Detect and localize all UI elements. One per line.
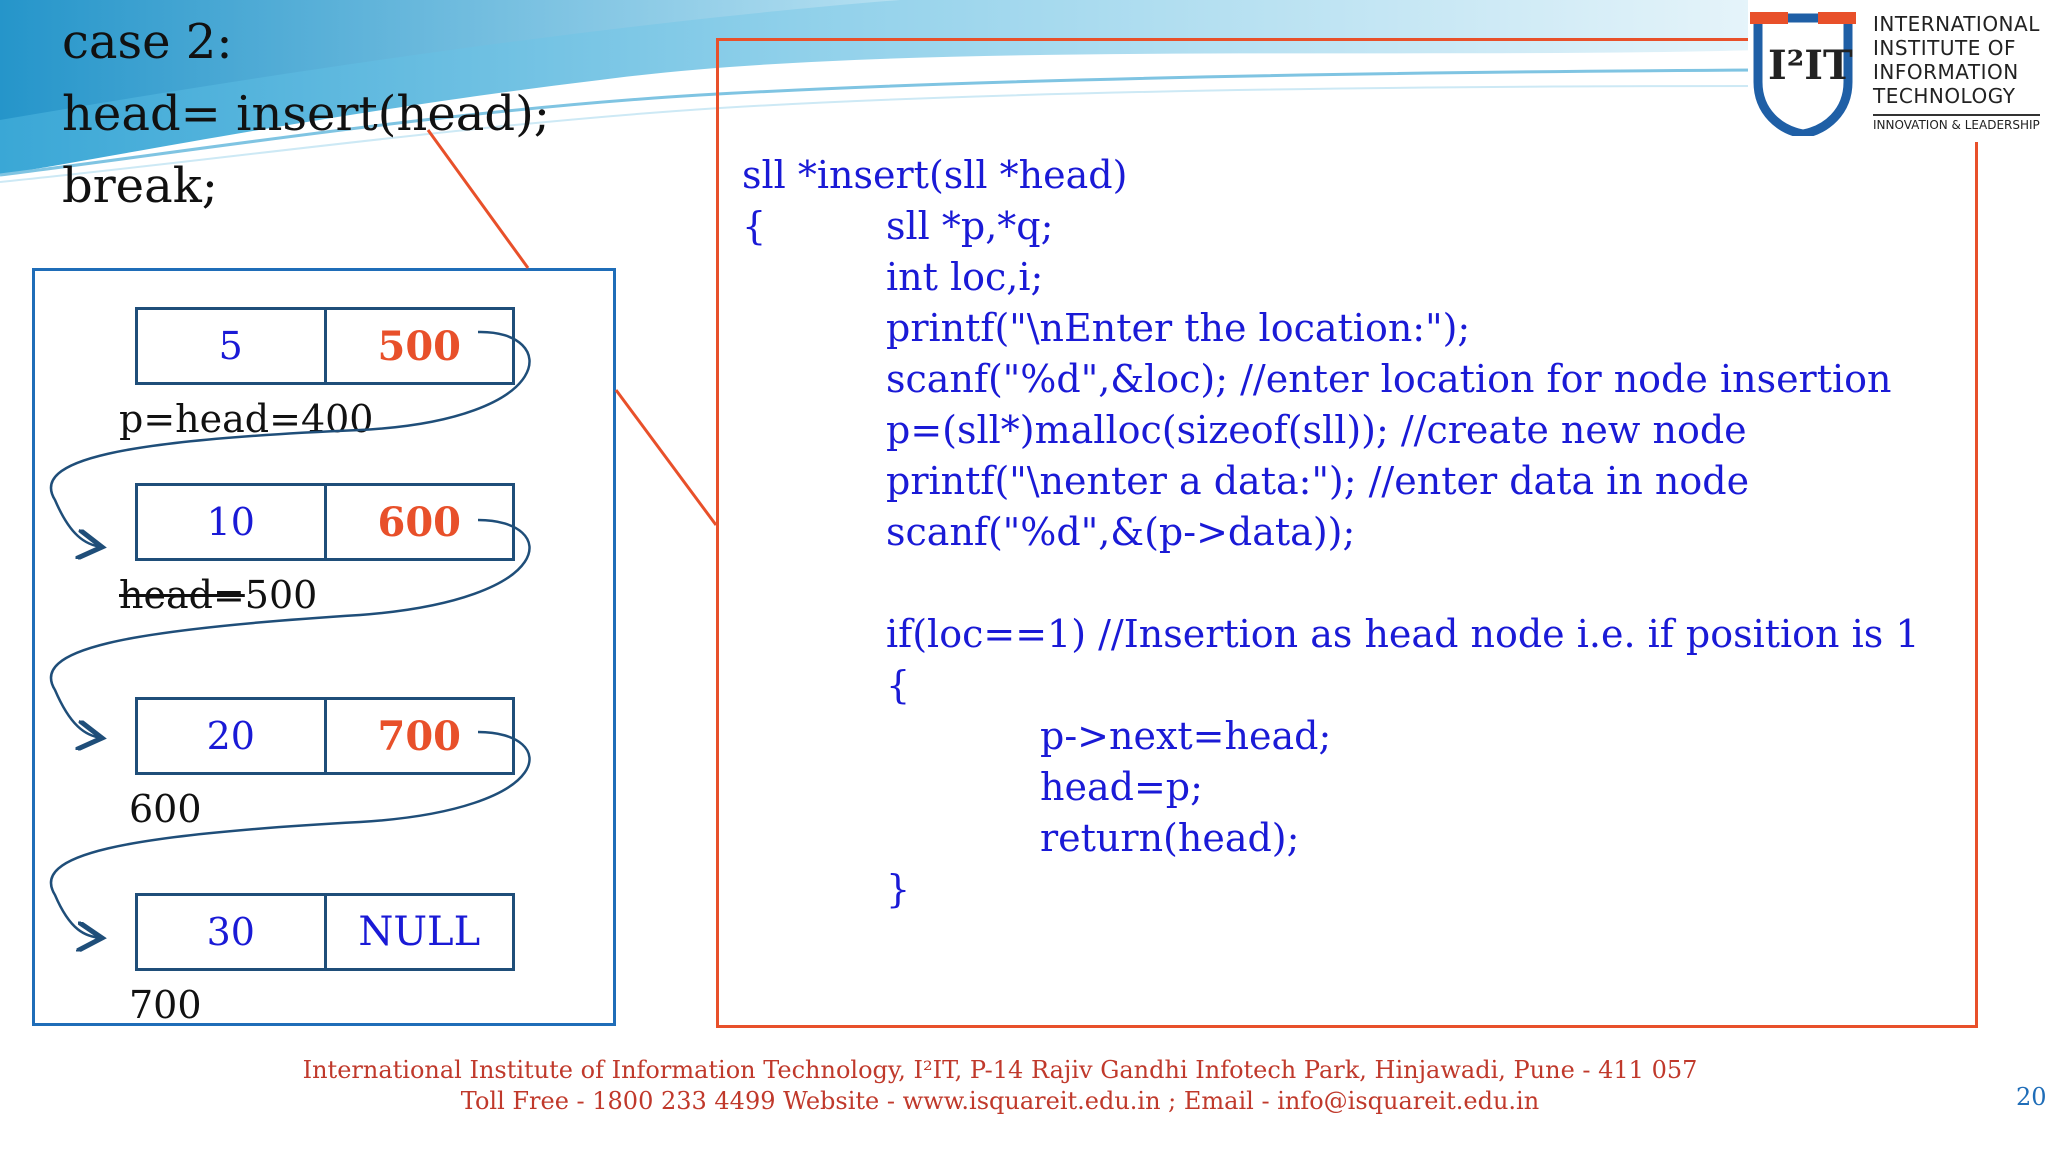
list-node-2: 10 600	[135, 483, 515, 561]
logo-mark-icon	[1750, 12, 1856, 136]
code-line-decl-p-q: sll *p,*q;	[886, 204, 1054, 248]
logo-mark-text: I²IT	[1768, 42, 1853, 89]
node-data: 5	[138, 310, 327, 382]
list-node-4: 30 NULL	[135, 893, 515, 971]
struck-head-label: head=	[119, 573, 245, 617]
break-statement: break;	[62, 158, 218, 214]
node-address-3: 600	[129, 787, 202, 831]
node-next: 500	[377, 322, 462, 370]
logo-tagline: INNOVATION & LEADERSHIP	[1873, 114, 2040, 132]
page-number: 20	[2016, 1083, 2047, 1111]
code-line-scanf-loc: scanf("%d",&loc); //enter location for n…	[886, 357, 1892, 401]
code-line-if-loc: if(loc==1) //Insertion as head node i.e.…	[886, 612, 1920, 656]
code-line-scanf-data: scanf("%d",&(p->data));	[886, 510, 1356, 554]
node-address-4: 700	[129, 983, 202, 1027]
code-line-signature: sll *insert(sll *head)	[742, 153, 1128, 197]
institute-logo: I²IT INTERNATIONAL INSTITUTE OF INFORMAT…	[1748, 0, 2048, 142]
footer-contact: Toll Free - 1800 233 4499 Website - www.…	[460, 1087, 1540, 1115]
code-line-head-p: head=p;	[1040, 765, 1203, 809]
node-data: 30	[138, 896, 327, 968]
node-next: 600	[377, 498, 462, 546]
node-address-2: head=500	[119, 573, 317, 617]
code-line-return: return(head);	[1040, 816, 1300, 860]
code-line-printf-location: printf("\nEnter the location:");	[886, 306, 1471, 350]
code-line-p-next: p->next=head;	[1040, 714, 1332, 758]
footer-address: International Institute of Information T…	[302, 1056, 1698, 1084]
node-address-1: p=head=400	[119, 397, 374, 441]
logo-line-2: INSTITUTE OF	[1873, 36, 2016, 60]
logo-line-4: TECHNOLOGY	[1873, 84, 2016, 108]
linked-list-diagram: 5 500 p=head=400 10 600 head=500 20 700 …	[32, 268, 616, 1027]
code-line-open-brace: {	[742, 204, 767, 248]
code-line-if-open-brace: {	[886, 663, 911, 707]
node-data: 20	[138, 700, 327, 772]
code-line-malloc: p=(sll*)malloc(sizeof(sll)); //create ne…	[886, 408, 1747, 452]
case-label: case 2:	[62, 14, 233, 70]
logo-line-3: INFORMATION	[1873, 60, 2019, 84]
node-next: NULL	[358, 909, 481, 955]
node-address-2-value: 500	[244, 573, 318, 617]
code-line-if-close-brace: }	[886, 867, 911, 911]
node-data: 10	[138, 486, 327, 558]
logo-line-1: INTERNATIONAL	[1873, 12, 2040, 36]
list-node-1: 5 500	[135, 307, 515, 385]
head-insert-call: head= insert(head);	[62, 86, 550, 142]
node-next: 700	[377, 712, 462, 760]
code-panel	[716, 38, 1978, 1028]
code-line-decl-loc: int loc,i;	[886, 255, 1044, 299]
code-line-printf-data: printf("\nenter a data:"); //enter data …	[886, 459, 1750, 503]
list-node-3: 20 700	[135, 697, 515, 775]
